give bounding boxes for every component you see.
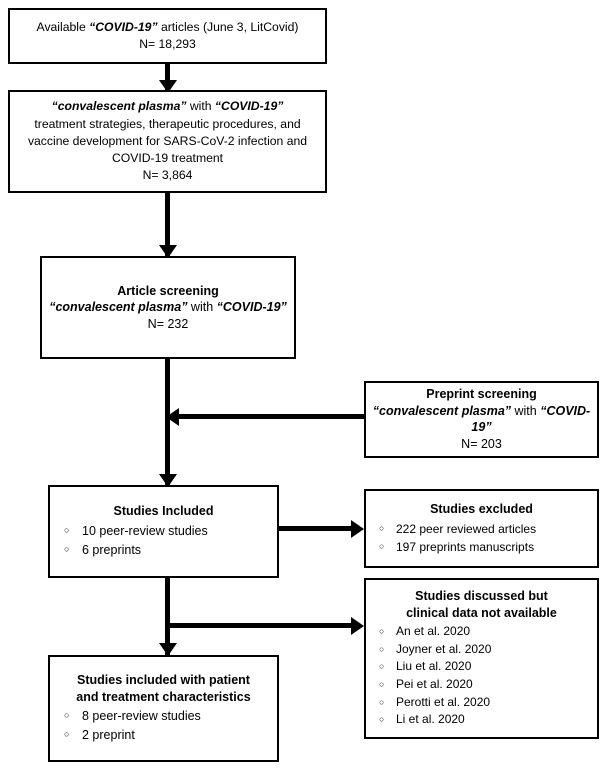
- list-item: 197 preprints manuscripts: [372, 538, 591, 556]
- list-item: 8 peer-review studies: [56, 707, 271, 726]
- connector-query-to-screening-line: [165, 193, 170, 261]
- connector-available-to-query-arrowhead: [158, 80, 177, 93]
- connector-query-to-screening-arrowhead: [158, 245, 177, 258]
- preprint-screening-conjunction: with: [511, 403, 541, 418]
- studies-characteristics-title-line1: Studies included with patient: [77, 673, 250, 687]
- preprint-screening-term-plasma: “convalescent plasma”: [372, 403, 512, 418]
- box-studies-discussed[interactable]: Studies discussed but clinical data not …: [364, 578, 599, 739]
- box-available-articles[interactable]: Available “COVID-19” articles (June 3, L…: [8, 8, 327, 64]
- available-articles-line1: Available “COVID-19” articles (June 3, L…: [16, 19, 319, 36]
- article-screening-term-plasma: “convalescent plasma”: [49, 300, 188, 314]
- box-available-articles-content: Available “COVID-19” articles (June 3, L…: [10, 19, 325, 54]
- box-studies-excluded[interactable]: Studies excluded 222 peer reviewed artic…: [364, 489, 599, 568]
- list-item: 6 preprints: [56, 541, 271, 560]
- article-screening-title: Article screening: [117, 283, 219, 298]
- connector-available-to-query-line: [165, 63, 170, 95]
- available-articles-line1-term: “COVID-19”: [89, 19, 158, 34]
- search-query-line2: treatment strategies, therapeutic proced…: [34, 116, 301, 131]
- studies-discussed-title-line1: Studies discussed but: [415, 589, 548, 604]
- list-item: An et al. 2020: [372, 623, 591, 641]
- list-item: Liu et al. 2020: [372, 658, 591, 676]
- connector-main-to-discussed-arrowhead: [351, 616, 364, 635]
- studies-characteristics-list: 8 peer-review studies 2 preprint: [56, 707, 271, 745]
- studies-excluded-title: Studies excluded: [430, 502, 533, 517]
- search-query-term-covid: “COVID-19”: [214, 99, 284, 114]
- available-articles-line1-prefix: Available: [36, 19, 90, 34]
- connector-included-to-excluded-line: [279, 526, 352, 531]
- connector-main-to-discussed-line: [165, 623, 352, 628]
- connector-included-to-characteristics-line: [165, 578, 170, 660]
- article-screening-count: N= 232: [147, 316, 189, 331]
- available-articles-line1-suffix: articles (June 3, LitCovid): [157, 19, 299, 34]
- connector-included-to-excluded-arrowhead: [351, 519, 364, 538]
- search-query-line4: COVID-19 treatment: [111, 151, 224, 166]
- list-item: 222 peer reviewed articles: [372, 520, 591, 538]
- article-screening-term-covid: “COVID-19”: [216, 300, 287, 314]
- connector-preprint-to-main-arrowhead: [166, 407, 179, 426]
- search-query-line3: vaccine development for SARS-CoV-2 infec…: [27, 133, 308, 148]
- search-query-conjunction: with: [186, 99, 215, 114]
- box-studies-with-characteristics-content: Studies included with patient and treatm…: [50, 672, 277, 745]
- box-studies-included[interactable]: Studies Included 10 peer-review studies …: [48, 485, 279, 578]
- article-screening-conjunction: with: [187, 300, 217, 314]
- box-search-query-content: “convalescent plasma” with “COVID-19” tr…: [10, 98, 325, 185]
- studies-included-list: 10 peer-review studies 6 preprints: [56, 522, 271, 560]
- connector-screening-to-included-arrowhead: [158, 474, 177, 487]
- preprint-screening-term-covid: “COVID-19”: [471, 403, 591, 435]
- list-item: 10 peer-review studies: [56, 522, 271, 541]
- box-article-screening-content: Article screening “convalescent plasma” …: [42, 283, 294, 333]
- list-item: Pei et al. 2020: [372, 676, 591, 694]
- studies-characteristics-title-line2: and treatment characteristics: [76, 689, 251, 704]
- box-studies-included-content: Studies Included 10 peer-review studies …: [50, 503, 277, 560]
- preprint-screening-count: N= 203: [461, 437, 502, 452]
- search-query-term-plasma: “convalescent plasma”: [51, 99, 187, 114]
- list-item: Perotti et al. 2020: [372, 694, 591, 712]
- studies-excluded-list: 222 peer reviewed articles 197 preprints…: [372, 520, 591, 556]
- box-preprint-screening-content: Preprint screening “convalescent plasma”…: [366, 386, 597, 453]
- box-article-screening[interactable]: Article screening “convalescent plasma” …: [40, 256, 296, 359]
- available-articles-count: N= 18,293: [139, 37, 196, 51]
- article-screening-query: “convalescent plasma” with “COVID-19”: [48, 299, 288, 316]
- box-search-query[interactable]: “convalescent plasma” with “COVID-19” tr…: [8, 90, 327, 193]
- connector-preprint-to-main-line: [178, 414, 364, 419]
- box-preprint-screening[interactable]: Preprint screening “convalescent plasma”…: [364, 381, 599, 458]
- preprint-screening-title: Preprint screening: [426, 387, 537, 402]
- studies-discussed-title-line2: clinical data not available: [406, 605, 557, 620]
- box-studies-excluded-content: Studies excluded 222 peer reviewed artic…: [366, 501, 597, 556]
- studies-discussed-list: An et al. 2020 Joyner et al. 2020 Liu et…: [372, 623, 591, 728]
- connector-included-to-characteristics-arrowhead: [158, 643, 177, 656]
- search-query-line1: “convalescent plasma” with “COVID-19”: [16, 98, 319, 115]
- box-studies-discussed-content: Studies discussed but clinical data not …: [366, 588, 597, 728]
- list-item: Li et al. 2020: [372, 711, 591, 729]
- preprint-screening-query: “convalescent plasma” with “COVID-19”: [372, 403, 591, 437]
- search-query-count: N= 3,864: [142, 168, 193, 183]
- studies-included-title: Studies Included: [113, 504, 214, 519]
- list-item: 2 preprint: [56, 726, 271, 745]
- box-studies-with-characteristics[interactable]: Studies included with patient and treatm…: [48, 655, 279, 762]
- list-item: Joyner et al. 2020: [372, 641, 591, 659]
